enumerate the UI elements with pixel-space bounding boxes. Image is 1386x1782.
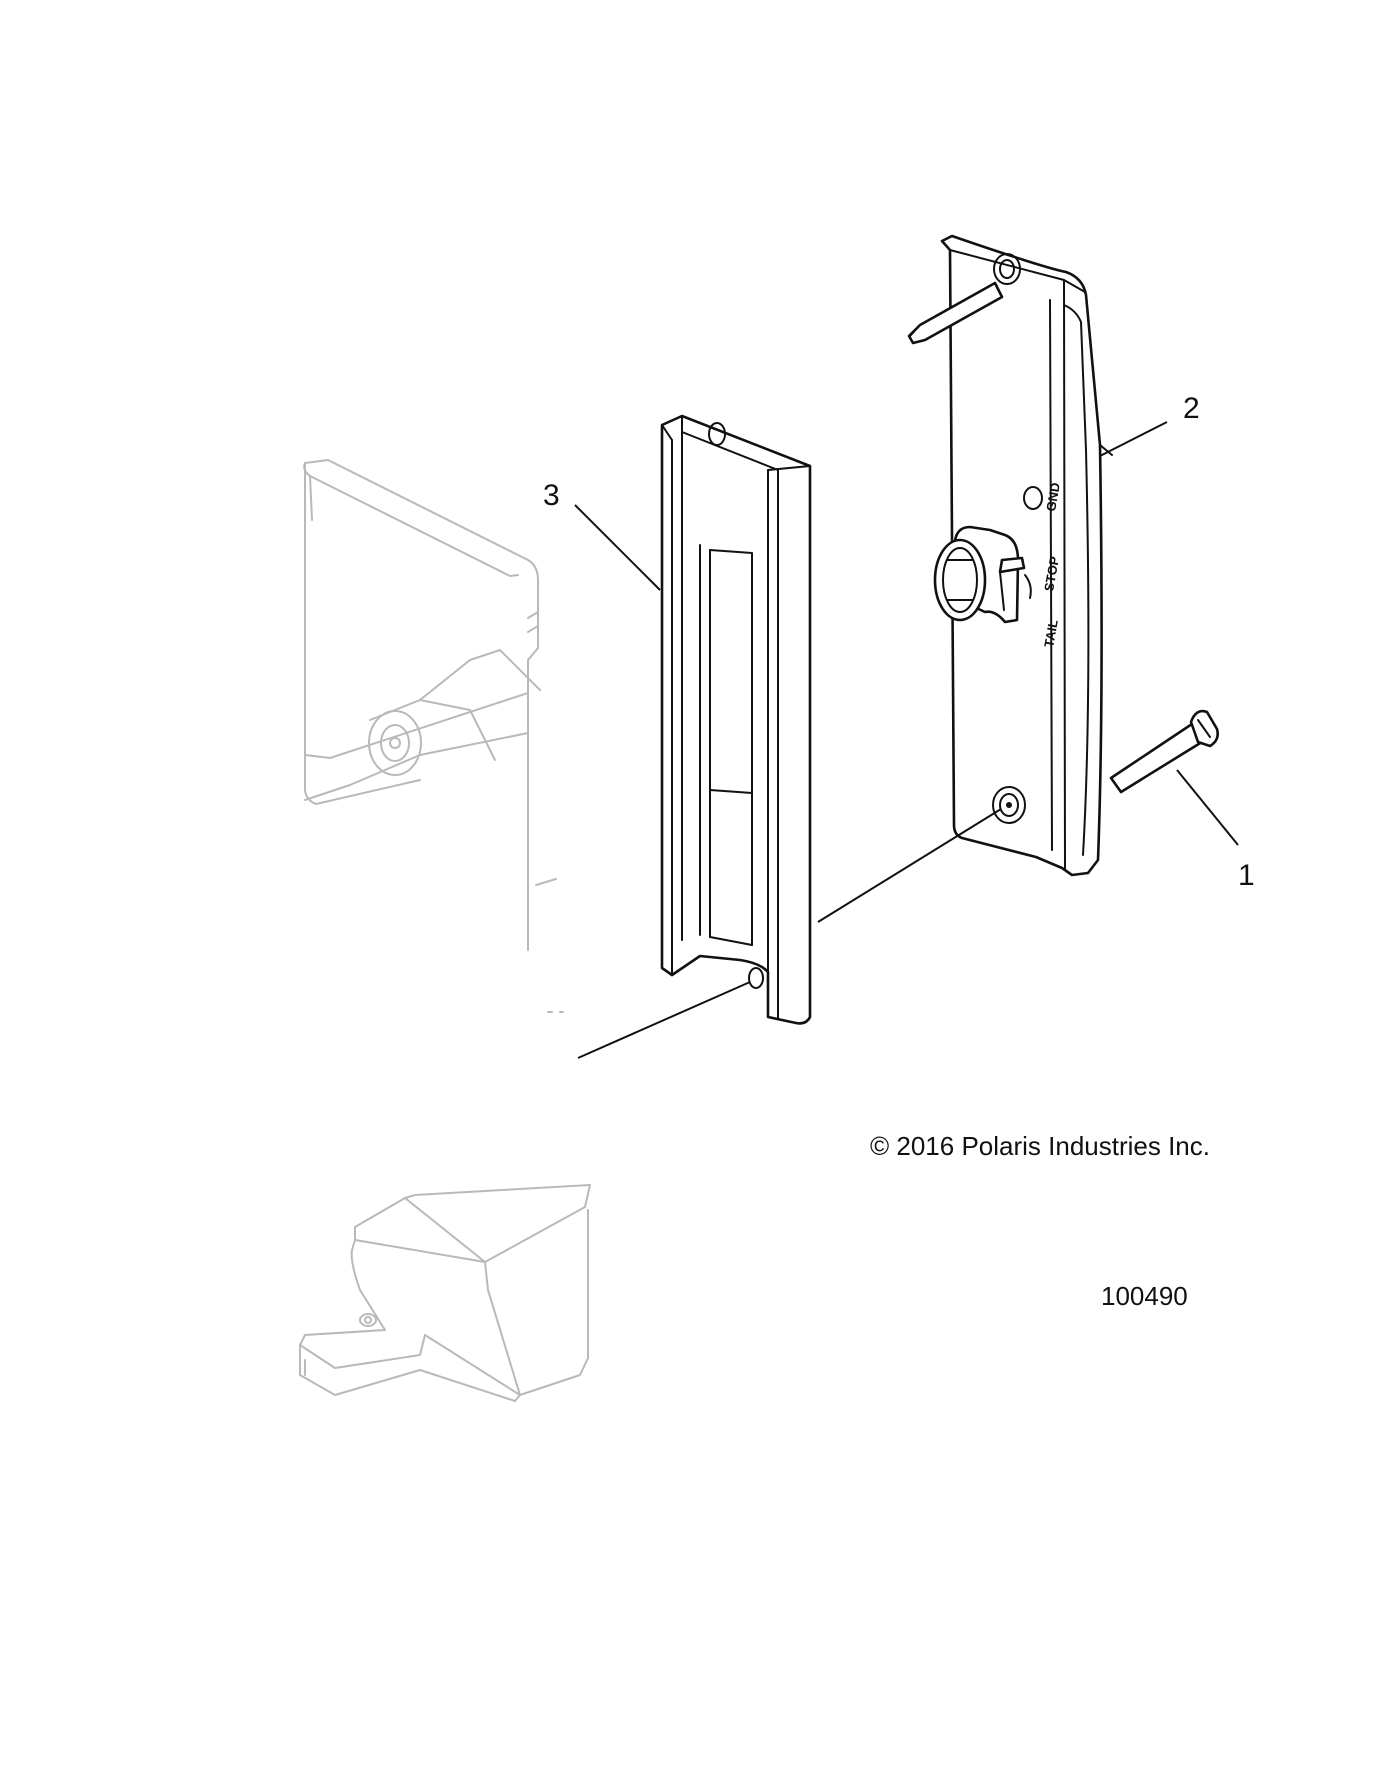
- pin-label-gnd: GND: [1043, 481, 1063, 512]
- part-2-tail-light: TAIL STOP GND: [907, 234, 1113, 877]
- callout-2: 2: [1183, 392, 1200, 425]
- pin-label-tail: TAIL: [1041, 618, 1061, 648]
- copyright-text: © 2016 Polaris Industries Inc.: [870, 1131, 1210, 1161]
- vehicle-body-ghost: [303, 459, 564, 1013]
- callout-3: 3: [543, 479, 560, 512]
- callout-leaders: [574, 421, 1239, 846]
- callout-1: 1: [1238, 859, 1255, 892]
- part-3-channel-bracket: [660, 414, 812, 1025]
- figure-number: 100490: [1101, 1281, 1188, 1311]
- assembly-lines: [577, 808, 1002, 1059]
- hitch-ghost: [299, 1184, 591, 1402]
- pin-label-stop: STOP: [1041, 555, 1062, 593]
- part-1-screw: [1109, 709, 1219, 794]
